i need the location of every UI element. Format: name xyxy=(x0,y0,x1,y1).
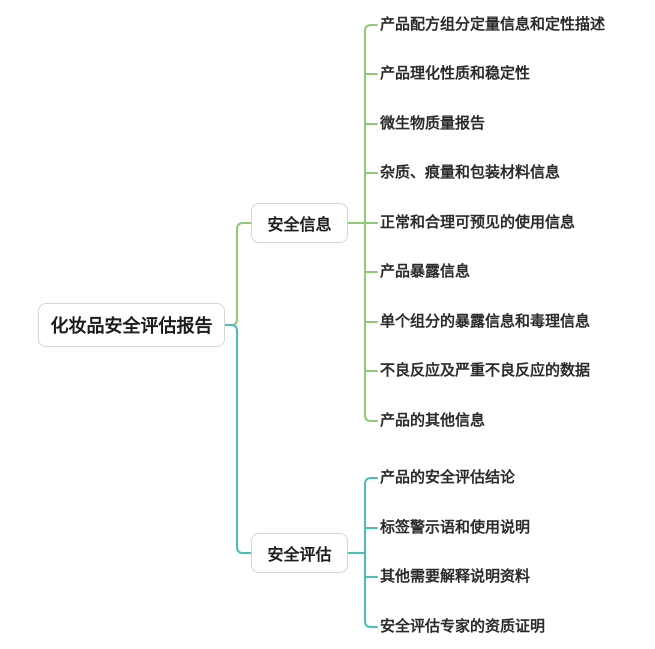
leaf-node[interactable]: 微生物质量报告 xyxy=(380,115,486,132)
leaf-node[interactable]: 杂质、痕量和包装材料信息 xyxy=(380,164,561,181)
root-node[interactable]: 化妆品安全评估报告 xyxy=(38,303,225,347)
leaf-node[interactable]: 其他需要解释说明资料 xyxy=(380,568,531,585)
leaf-node[interactable]: 产品的其他信息 xyxy=(380,412,486,429)
leaf-node[interactable]: 产品的安全评估结论 xyxy=(380,469,516,486)
leaf-node[interactable]: 单个组分的暴露信息和毒理信息 xyxy=(380,313,591,330)
leaf-node[interactable]: 产品理化性质和稳定性 xyxy=(380,65,531,82)
leaf-node[interactable]: 产品配方组分定量信息和定性描述 xyxy=(380,16,606,33)
connector-safety-info-leaves xyxy=(347,24,378,422)
branch-node-safety-info[interactable]: 安全信息 xyxy=(251,203,348,243)
connector-root-to-safety-info xyxy=(223,222,252,326)
leaf-node[interactable]: 正常和合理可预见的使用信息 xyxy=(380,214,576,231)
connector-root-to-safety-assessment xyxy=(223,324,252,554)
connector-safety-assessment-leaves xyxy=(347,477,378,628)
leaf-node[interactable]: 产品暴露信息 xyxy=(380,263,471,280)
leaf-node[interactable]: 标签警示语和使用说明 xyxy=(380,519,531,536)
leaf-node[interactable]: 安全评估专家的资质证明 xyxy=(380,618,546,635)
leaf-node[interactable]: 不良反应及严重不良反应的数据 xyxy=(380,362,591,379)
branch-node-safety-assessment[interactable]: 安全评估 xyxy=(251,533,348,573)
